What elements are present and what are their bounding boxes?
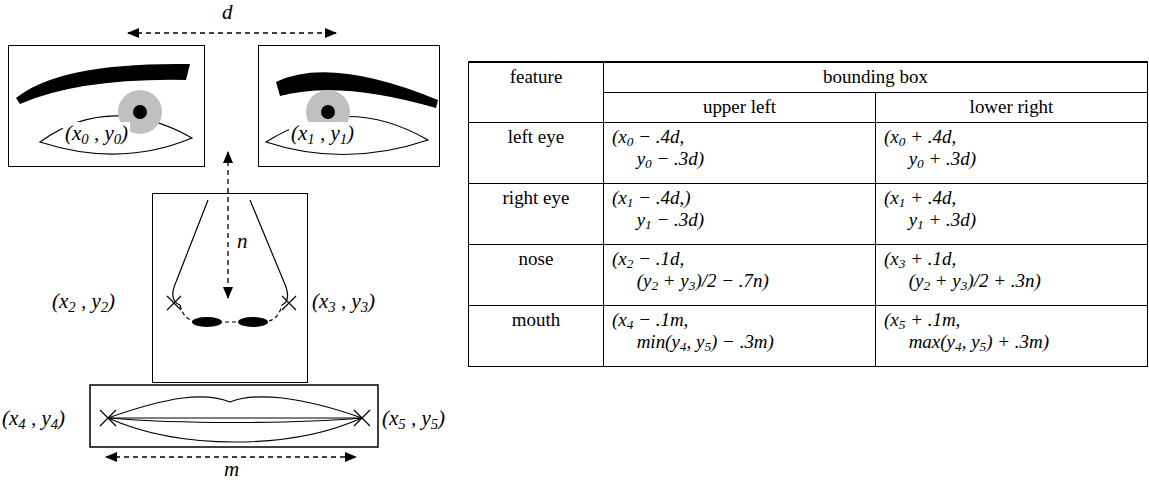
dimension-label: n xyxy=(237,230,248,253)
table-cell: (x0 − .4d, y0 − .3d) xyxy=(604,122,876,183)
coordinate-label: (x4 , y4) xyxy=(2,407,65,430)
pupil xyxy=(321,105,335,119)
table-text: left eye xyxy=(508,126,564,147)
mouth-box xyxy=(90,385,378,447)
table-text: (x5 + .1m, max(y4, y5) + .3m) xyxy=(884,309,1139,355)
coordinate-label: (x5 , y5) xyxy=(382,407,445,430)
coordinate-label: (x1 , y1) xyxy=(289,122,356,145)
dimension-arrow xyxy=(227,152,228,298)
pupil xyxy=(133,105,147,119)
table-text: nose xyxy=(519,248,554,269)
table-text: (x0 + .4d, y0 + .3d) xyxy=(884,126,1139,172)
table-cell: lower right xyxy=(876,92,1148,122)
table-text: (x1 − .4d,) y1 − .3d) xyxy=(612,187,867,233)
table-cell: bounding box xyxy=(604,62,1148,92)
table-text: (x2 − .1d, (y2 + y3)/2 − .7n) xyxy=(612,248,867,294)
table-cell: nose xyxy=(469,244,604,305)
corner-mark xyxy=(167,296,181,310)
coordinate-label: (x2 , y2) xyxy=(52,290,115,313)
corner-line xyxy=(108,418,362,419)
lower-lip xyxy=(108,418,362,442)
nostril xyxy=(238,317,268,327)
corner-mark xyxy=(282,296,296,310)
table-cell: (x2 − .1d, (y2 + y3)/2 − .7n) xyxy=(604,244,876,305)
table-cell: (x0 + .4d, y0 + .3d) xyxy=(876,122,1148,183)
eye-box: (x1 , y1) xyxy=(258,45,440,167)
table-cell: (x4 − .1m, min(y4, y5) − .3m) xyxy=(604,305,876,366)
table-cell: left eye xyxy=(469,122,604,183)
table-cell: (x3 + .1d, (y2 + y3)/2 + .3n) xyxy=(876,244,1148,305)
table-text: (x0 − .4d, y0 − .3d) xyxy=(612,126,867,172)
table-cell: upper left xyxy=(604,92,876,122)
table-cell: feature xyxy=(469,62,604,122)
table-cell: (x5 + .1m, max(y4, y5) + .3m) xyxy=(876,305,1148,366)
table-text: upper left xyxy=(703,96,776,117)
coordinate-label: (x0 , y0) xyxy=(63,122,130,145)
table-text: right eye xyxy=(503,187,570,208)
upper-lip xyxy=(108,397,362,418)
table-text: lower right xyxy=(970,96,1054,117)
table-cell: mouth xyxy=(469,305,604,366)
corner-mark xyxy=(100,410,116,426)
eye-outline xyxy=(40,116,192,154)
table-cell: right eye xyxy=(469,183,604,244)
corner-mark xyxy=(354,410,370,426)
eyebrow xyxy=(16,64,190,104)
table-cell: (x1 + .4d, y1 + .3d) xyxy=(876,183,1148,244)
table-text: (x4 − .1m, min(y4, y5) − .3m) xyxy=(612,309,867,355)
eyebrow xyxy=(276,72,438,108)
table-text: mouth xyxy=(512,309,560,330)
table-cell: (x1 − .4d,) y1 − .3d) xyxy=(604,183,876,244)
nose-line xyxy=(173,200,208,305)
coordinate-label: (x3 , y3) xyxy=(312,290,375,313)
table-text: bounding box xyxy=(823,66,928,87)
bounding-box-table: feature bounding box upper left lower right… xyxy=(468,61,1148,367)
nose-box: n xyxy=(152,193,308,383)
dimension-arrow xyxy=(128,32,336,33)
eye-box: (x0 , y0) xyxy=(8,45,205,167)
nostril xyxy=(192,317,222,327)
table-text: feature xyxy=(510,66,563,87)
dimension-label: d xyxy=(222,1,233,24)
dimension-label: m xyxy=(224,458,239,481)
lip-line xyxy=(108,418,362,423)
table-text: (x1 + .4d, y1 + .3d) xyxy=(884,187,1139,233)
eye-outline xyxy=(266,116,428,154)
nose-line xyxy=(250,200,288,305)
table-text: (x3 + .1d, (y2 + y3)/2 + .3n) xyxy=(884,248,1139,294)
